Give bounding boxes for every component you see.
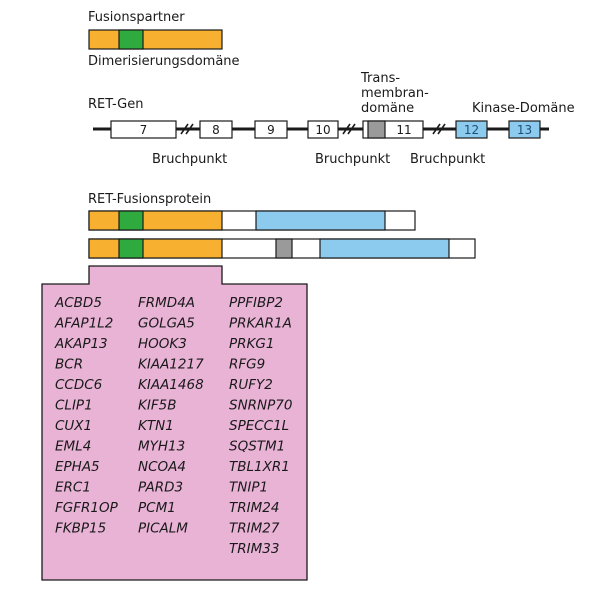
gene-name: TRIM24 xyxy=(229,500,279,516)
partner-orange-segment xyxy=(88,29,223,50)
exon-11-label: 11 xyxy=(396,123,411,137)
fusion-partner-bar xyxy=(88,29,223,50)
gene-name: EML4 xyxy=(55,439,91,455)
variant-2-partner-segment xyxy=(88,238,223,259)
breakpoint-label-3: Bruchpunkt xyxy=(410,152,485,167)
fusion-partner-gene-box xyxy=(41,265,308,581)
gene-name: CUX1 xyxy=(55,418,92,434)
gene-name: PICALM xyxy=(138,521,188,537)
gene-name: CLIP1 xyxy=(55,398,93,414)
variant-1-dimerization-segment xyxy=(118,210,144,231)
break-mark-2 xyxy=(342,123,356,135)
gene-name: RUFY2 xyxy=(229,377,273,393)
gene-name: CCDC6 xyxy=(55,377,102,393)
exon-8-label: 8 xyxy=(212,123,220,137)
gene-name: BCR xyxy=(55,357,83,373)
gene-name: FGFR1OP xyxy=(55,500,119,516)
exon-13-label: 13 xyxy=(517,123,532,137)
exon-9-label: 9 xyxy=(267,123,275,137)
breakpoint-label-1: Bruchpunkt xyxy=(152,152,227,167)
gene-name: TRIM27 xyxy=(229,521,280,537)
transmembrane-label-line1: Trans- xyxy=(360,71,400,86)
gene-name: EPHA5 xyxy=(55,459,100,475)
variant-2-dimerization-segment xyxy=(118,238,144,259)
gene-name: SNRNP70 xyxy=(229,398,292,414)
ret-gene-track: 7 8 9 10 11 12 13 xyxy=(93,120,549,139)
transmembrane-label-line2: membran- xyxy=(361,86,429,101)
gene-name: PPFIBP2 xyxy=(229,295,283,311)
variant-1-partner-segment xyxy=(88,210,223,231)
gene-name: KTN1 xyxy=(138,418,174,434)
gene-name: TNIP1 xyxy=(229,480,268,496)
fusion-partner-label: Fusionspartner xyxy=(88,10,185,25)
gene-name: KIAA1217 xyxy=(138,357,204,373)
variant-1-kinase-segment xyxy=(255,210,386,231)
transmembrane-label-line3: domäne xyxy=(361,101,414,116)
variant-2-kinase-segment xyxy=(319,238,450,259)
gene-name: TBL1XR1 xyxy=(229,459,290,475)
exon-12-label: 12 xyxy=(464,123,479,137)
dimerization-domain-label: Dimerisierungsdomäne xyxy=(88,54,240,69)
gene-name: PRKG1 xyxy=(229,336,274,352)
gene-name: KIAA1468 xyxy=(138,377,204,393)
gene-name: GOLGA5 xyxy=(138,316,195,332)
gene-name: SPECC1L xyxy=(229,418,289,434)
transmembrane-segment xyxy=(367,120,386,139)
breakpoint-label-2: Bruchpunkt xyxy=(315,152,390,167)
exon-10-box xyxy=(307,120,339,139)
gene-name: PARD3 xyxy=(138,480,183,496)
gene-name: ACBD5 xyxy=(54,295,102,311)
ret-gene-label: RET-Gen xyxy=(88,97,143,112)
gene-name: AFAP1L2 xyxy=(54,316,113,332)
exon-7-box xyxy=(110,120,177,139)
gene-name: KIF5B xyxy=(138,398,176,414)
exon-8-box xyxy=(199,120,233,139)
break-mark-1 xyxy=(180,123,194,135)
gene-name: NCOA4 xyxy=(138,459,186,475)
dimerization-domain-segment xyxy=(118,29,144,50)
exon-7-label: 7 xyxy=(140,123,148,137)
gene-name: TRIM33 xyxy=(229,541,279,557)
gene-name: SQSTM1 xyxy=(229,439,285,455)
gene-name: RFG9 xyxy=(229,357,265,373)
gene-name: HOOK3 xyxy=(138,336,187,352)
gene-name: PCM1 xyxy=(138,500,176,516)
exon-13-box xyxy=(508,120,541,139)
fusion-protein-variant-2 xyxy=(88,238,476,259)
variant-2-transmembrane-segment xyxy=(275,238,293,259)
fusion-protein-variant-1 xyxy=(88,210,416,231)
gene-name: PRKAR1A xyxy=(229,316,292,332)
gene-name: MYH13 xyxy=(138,439,185,455)
exon-10-label: 10 xyxy=(315,123,330,137)
gene-name: ERC1 xyxy=(55,480,91,496)
gene-name: AKAP13 xyxy=(54,336,108,352)
exon-12-box xyxy=(455,120,488,139)
exon-9-box xyxy=(254,120,288,139)
break-mark-3 xyxy=(432,123,446,135)
gene-name: FRMD4A xyxy=(138,295,195,311)
kinase-domain-label: Kinase-Domäne xyxy=(472,101,575,116)
gene-name: FKBP15 xyxy=(55,521,106,537)
ret-fusion-protein-label: RET-Fusionsprotein xyxy=(88,192,211,207)
